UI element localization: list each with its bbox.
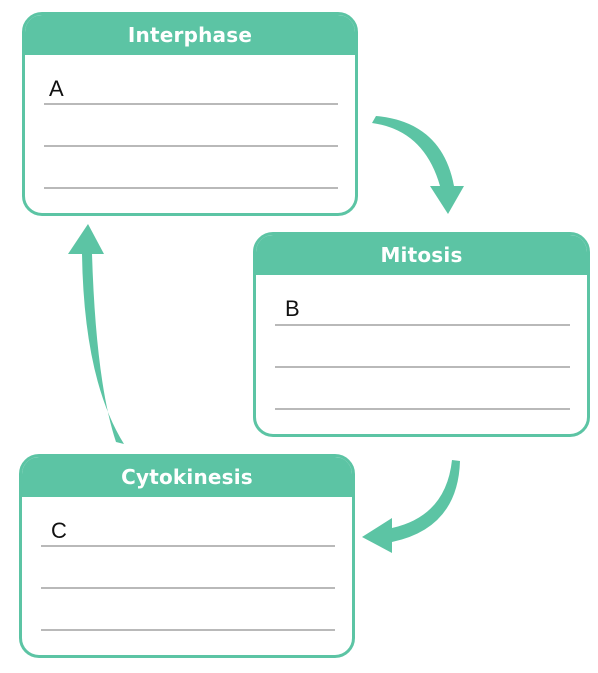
cytokinesis-card: Cytokinesis C [19,454,355,658]
answer-line[interactable] [275,324,570,326]
interphase-card: Interphase A [22,12,358,216]
card-title: Cytokinesis [22,457,352,497]
card-title: Mitosis [256,235,587,275]
answer-line[interactable] [41,587,335,589]
answer-line[interactable] [275,408,570,410]
card-letter: A [49,76,64,101]
answer-line[interactable] [44,145,338,147]
answer-line[interactable] [41,545,335,547]
answer-line[interactable] [41,629,335,631]
card-letter: B [285,296,300,321]
answer-line[interactable] [44,187,338,189]
card-letter: C [51,518,67,543]
arrow-mitosis-to-cytokinesis [362,460,460,553]
arrow-cytokinesis-to-interphase [68,224,124,444]
card-title: Interphase [25,15,355,55]
answer-line[interactable] [44,103,338,105]
arrow-interphase-to-mitosis [372,116,464,214]
answer-line[interactable] [275,366,570,368]
mitosis-card: Mitosis B [253,232,590,437]
